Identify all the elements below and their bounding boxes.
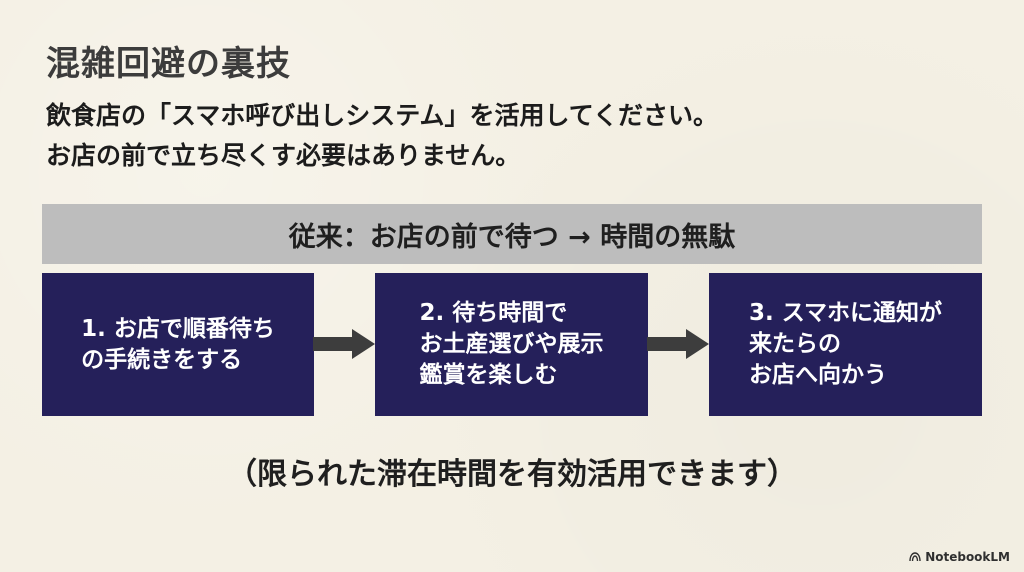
step-box-3: 3. スマホに通知が 来たらの お店へ向かう <box>709 273 982 416</box>
footer-note: （限られた滞在時間を有効活用できます） <box>227 457 797 492</box>
step-1-text: 1. お店で順番待ち の手続きをする <box>81 315 275 373</box>
step-arrow-2-icon <box>647 329 709 359</box>
step-2-text: 2. 待ち時間で お土産選びや展示 鑑賞を楽しむ <box>419 300 604 388</box>
intro-text: 飲食店の「スマホ呼び出しシステム」を活用してください。 お店の前で立ち尽くす必要… <box>46 96 986 176</box>
slide-title: 混雑回避の裏技 <box>46 44 291 84</box>
step-box-1: 1. お店で順番待ち の手続きをする <box>42 273 314 416</box>
step-arrow-1-icon <box>313 329 375 359</box>
comparison-banner: 従来：お店の前で待つ → 時間の無駄 <box>42 204 982 264</box>
step-3-text: 3. スマホに通知が 来たらの お店へ向かう <box>748 300 943 388</box>
banner-text: 従来：お店の前で待つ → 時間の無駄 <box>288 221 736 253</box>
notebooklm-logo-icon <box>909 552 921 562</box>
intro-line-2: お店の前で立ち尽くす必要はありません。 <box>46 141 521 170</box>
notebooklm-brand: NotebookLM <box>909 550 1010 564</box>
brand-label: NotebookLM <box>925 550 1010 564</box>
intro-line-1: 飲食店の「スマホ呼び出しシステム」を活用してください。 <box>46 101 719 130</box>
step-box-2: 2. 待ち時間で お土産選びや展示 鑑賞を楽しむ <box>375 273 648 416</box>
